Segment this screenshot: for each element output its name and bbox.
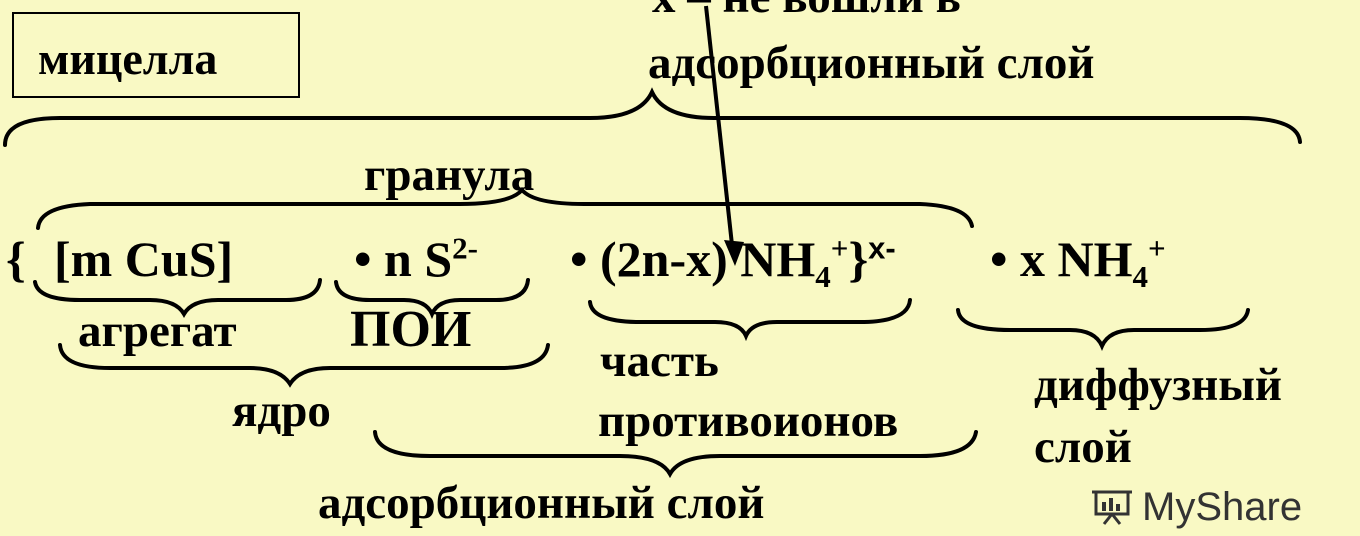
presentation-board-icon [1092, 490, 1132, 525]
diffuse-layer-label-2: слой [1034, 421, 1132, 473]
granule-brace [36, 186, 974, 230]
formula-counterions-sub: 4 [815, 259, 831, 294]
formula-counterions-text: • (2n-x) NH [570, 231, 816, 287]
micelle-label: мицелла [38, 33, 218, 84]
aggregate-underbrace [33, 278, 322, 319]
poi-underbrace [334, 278, 530, 320]
counterion-part-label: часть [600, 335, 719, 387]
counterion-part-label-2: противоионов [598, 395, 899, 447]
not-entered-label: x – не вошли в [652, 0, 961, 21]
formula-diffuse-charge: + [1148, 230, 1166, 266]
formula-granule-charge: x- [868, 230, 896, 266]
watermark-text: MyShare [1142, 485, 1303, 529]
formula-diffuse: • x NH4+ [990, 231, 1166, 292]
arrow-line [704, 5, 735, 255]
formula-close-brace: } [848, 231, 869, 287]
formula-diffuse-text: • x NH [990, 231, 1133, 287]
micelle-label-box: мицелла [12, 12, 300, 98]
aggregate-label: агрегат [78, 305, 237, 357]
adsorption-layer-top-label: адсорбционный слой [648, 37, 1095, 89]
myshare-watermark: MyShare [1090, 486, 1302, 527]
diffuse-underbrace [956, 308, 1250, 351]
micelle-brace [3, 87, 1302, 147]
formula-poi-text: • n S [354, 231, 453, 287]
formula-counterions: • (2n-x) NH4+}x- [570, 231, 896, 292]
formula-diffuse-sub: 4 [1132, 259, 1149, 294]
poi-label: ПОИ [350, 301, 472, 358]
formula-poi-charge: 2- [452, 230, 478, 266]
adsorption-layer-bottom-label: адсорбционный слой [318, 477, 765, 529]
formula-aggregate: [m CuS] [54, 231, 234, 287]
diffuse-layer-label: диффузный [1034, 359, 1282, 411]
counterion-underbrace [588, 298, 912, 342]
granule-label: гранула [364, 149, 535, 201]
nucleus-underbrace [58, 343, 550, 388]
formula-poi: • n S2- [354, 231, 478, 287]
arrow-head [724, 240, 744, 266]
nucleus-label: ядро [232, 385, 331, 437]
adsorption-underbrace [373, 430, 978, 479]
formula-open-brace: { [6, 231, 26, 287]
formula-counterions-charge: + [830, 230, 849, 266]
